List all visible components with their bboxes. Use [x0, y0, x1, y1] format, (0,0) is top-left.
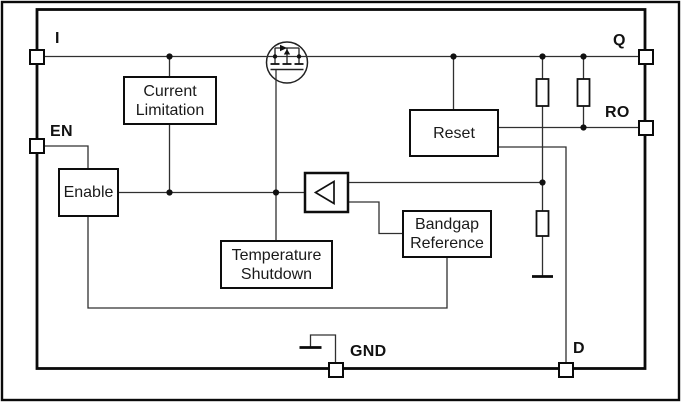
- wire-enable-to-bandgap: [87, 217, 448, 309]
- block-enable: Enable: [58, 168, 119, 217]
- wire-amp-to-bandgap: [348, 201, 402, 235]
- wire-reset-to-d: [498, 146, 567, 362]
- amplifier-triangle-icon: [303, 171, 350, 214]
- pin-label-ro: RO: [605, 104, 630, 121]
- resistor-icon: [576, 78, 591, 107]
- pin-square-i: [29, 49, 45, 65]
- pin-square-d: [558, 362, 574, 378]
- junction-dot: [539, 179, 546, 186]
- resistor-icon: [535, 210, 550, 237]
- pmos-transistor-symbol: [270, 44, 304, 71]
- block-bandgap-reference-label: Bandgap Reference: [410, 216, 484, 252]
- junction-dot: [539, 53, 546, 60]
- pin-label-en: EN: [50, 123, 73, 140]
- block-reset: Reset: [409, 109, 499, 157]
- pin-square-q: [637, 48, 654, 65]
- block-current-limitation: Current Limitation: [123, 76, 217, 125]
- resistor-divider: [535, 78, 591, 237]
- pin-square-gnd: [327, 362, 344, 378]
- junction-dot: [272, 189, 280, 196]
- block-enable-label: Enable: [63, 184, 114, 201]
- block-temperature-shutdown: Temperature Shutdown: [220, 240, 333, 289]
- pin-label-i: I: [55, 30, 60, 47]
- junction-dot: [580, 124, 587, 131]
- pin-label-gnd: GND: [350, 343, 387, 360]
- junction-dot: [166, 189, 173, 196]
- pin-label-d: D: [573, 340, 585, 357]
- block-reset-label: Reset: [433, 124, 475, 142]
- junction-dot: [166, 53, 173, 60]
- block-current-limitation-label: Current Limitation: [135, 82, 205, 119]
- block-temperature-shutdown-label: Temperature Shutdown: [231, 246, 322, 283]
- junction-dot: [450, 53, 457, 60]
- resistor-icon: [535, 78, 550, 107]
- junction-dot: [580, 53, 587, 60]
- pin-square-en: [29, 138, 45, 154]
- bulk-arrow: [283, 49, 291, 55]
- pin-square-ro: [637, 119, 654, 136]
- body-diode-arrow: [280, 44, 287, 52]
- wire-en-to-enable: [45, 145, 89, 168]
- pin-label-q: Q: [613, 32, 626, 49]
- wires: [45, 55, 638, 362]
- junction-dots: [166, 53, 587, 196]
- wire-gnd-internal: [309, 334, 337, 362]
- block-bandgap-reference: Bandgap Reference: [402, 210, 492, 258]
